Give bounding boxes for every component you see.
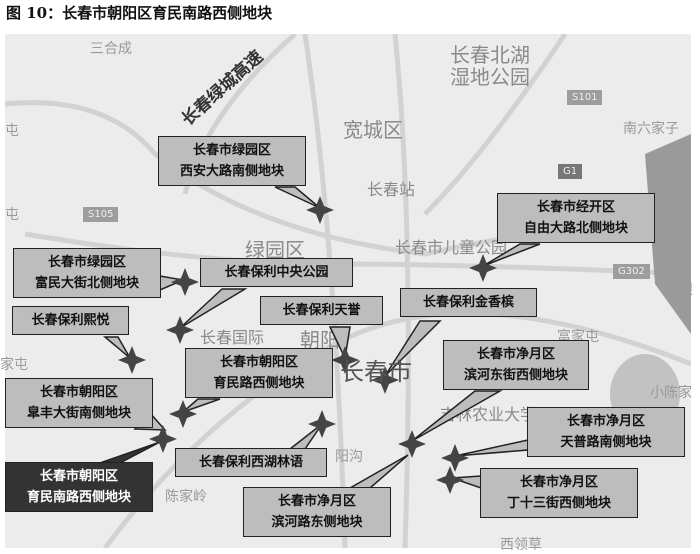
label-changchun-intl: 长春国际: [200, 328, 265, 347]
shield-s101: S101: [567, 90, 603, 105]
callout-line-2: 自由大路北侧地块: [523, 221, 628, 236]
callout-line-2: 丁十三街西侧地块: [506, 496, 611, 511]
label-quanyan: 泉眼: [665, 282, 693, 298]
label-xicheng: 西领草: [500, 537, 542, 553]
site-markers: [118, 196, 497, 494]
callout-gaofeng-dajie[interactable]: 长春市朝阳区皐丰大街南侧地块: [5, 378, 153, 428]
callout-tianpu-lu[interactable]: 长春市净月区天普路南侧地块: [527, 407, 685, 457]
callout-line-2: 育民南路西侧地块: [26, 490, 131, 505]
label-sanhecheng: 三合成: [90, 41, 132, 57]
callout-poly-tianyu[interactable]: 长春保利天誉: [260, 296, 383, 325]
callout-line-2: 育民路西侧地块: [213, 376, 305, 391]
label-jiatun: 家屯: [0, 357, 28, 373]
callout-line-1: 长春市绿园区: [47, 255, 126, 270]
callout-poly-xiyue[interactable]: 长春保利熙悦: [12, 306, 129, 335]
callout-line-1: 长春保利天誉: [282, 303, 361, 318]
callout-poly-central-park[interactable]: 长春保利中央公园: [200, 258, 353, 287]
label-tun-1: 屯: [5, 123, 19, 139]
figure-caption: 图 10：长春市朝阳区育民南路西侧地块: [6, 4, 273, 22]
callout-line-1: 长春保利西湖林语: [198, 455, 303, 470]
callout-dingshisan-jie[interactable]: 长春市净月区丁十三街西侧地块: [480, 468, 638, 518]
callout-binhe-dongjie[interactable]: 长春市净月区滨河东街西侧地块: [443, 340, 589, 390]
callout-line-2: 滨河东街西侧地块: [463, 368, 568, 383]
callout-line-1: 长春市绿园区: [192, 143, 271, 158]
shield-g1: G1: [558, 164, 583, 179]
callout-fumin-dajie[interactable]: 长春市绿园区富民大街北侧地块: [13, 248, 161, 298]
callout-line-2: 西安大路南侧地块: [179, 164, 284, 179]
label-beihu: 长春北湖湿地公园: [450, 44, 530, 88]
callout-binhe-lu[interactable]: 长春市净月区滨河路东侧地块: [243, 487, 391, 537]
label-yanggou: 阳沟: [335, 449, 363, 465]
callout-line-1: 长春市朝阳区: [219, 355, 298, 370]
shield-g302: G302: [613, 264, 650, 279]
label-xiaochen: 小陈家: [650, 385, 692, 401]
label-station: 长春站: [367, 180, 416, 199]
label-beihu-1: 长春北湖: [450, 43, 530, 67]
callout-line-2: 富民大街北侧地块: [34, 276, 139, 291]
callout-line-1: 长春市朝阳区: [39, 385, 118, 400]
callout-line-1: 长春市净月区: [566, 414, 645, 429]
shield-s105: S105: [83, 207, 119, 222]
callout-yumin-nanlu-highlighted[interactable]: 长春市朝阳区育民南路西侧地块: [5, 462, 153, 512]
label-nanliujiazi: 南六家子: [623, 121, 679, 137]
callout-line-1: 长春市净月区: [519, 475, 598, 490]
callout-xian-dalu[interactable]: 长春市绿园区西安大路南侧地块: [158, 136, 306, 186]
callout-yumin-lu[interactable]: 长春市朝阳区育民路西侧地块: [185, 348, 333, 398]
callout-poly-jinxiangbin[interactable]: 长春保利金香槟: [400, 288, 537, 317]
callout-line-2: 皐丰大街南侧地块: [26, 406, 131, 421]
callout-ziyou-dalu[interactable]: 长春市经开区自由大路北侧地块: [497, 193, 655, 243]
label-beihu-2: 湿地公园: [450, 65, 530, 89]
callout-line-2: 天普路南侧地块: [560, 435, 652, 450]
callout-line-2: 滨河路东侧地块: [271, 515, 363, 530]
callout-poly-xihu-linyu[interactable]: 长春保利西湖林语: [175, 448, 327, 477]
label-children-park: 长春市儿童公园: [395, 238, 508, 257]
label-tun-2: 屯: [5, 207, 19, 223]
callout-line-1: 长春市净月区: [277, 494, 356, 509]
callout-line-1: 长春保利金香槟: [422, 295, 514, 310]
callout-line-1: 长春市经开区: [536, 200, 615, 215]
callout-line-1: 长春保利熙悦: [31, 313, 110, 328]
label-city: 长春市: [340, 358, 412, 386]
callout-line-1: 长春保利中央公园: [224, 265, 329, 280]
label-kuancheng: 宽城区: [343, 118, 403, 142]
label-chenjialing: 陈家岭: [165, 489, 207, 505]
callout-line-1: 长春市净月区: [476, 347, 555, 362]
callout-line-1: 长春市朝阳区: [39, 469, 118, 484]
